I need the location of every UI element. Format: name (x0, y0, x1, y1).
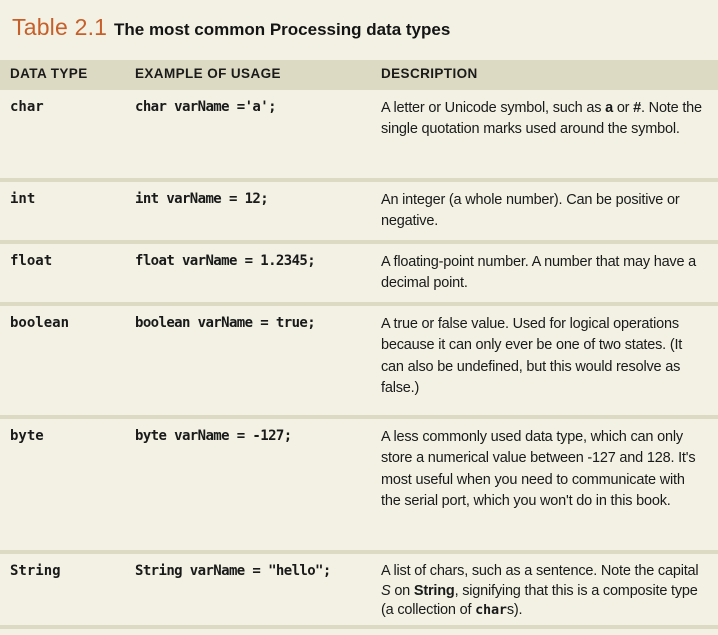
header-data-type: DATA TYPE (10, 66, 88, 81)
description-text: S (381, 582, 391, 599)
table-row: String String varName = "hello"; A list … (0, 550, 718, 625)
description-text: char (475, 602, 507, 618)
cell-data-type: byte (10, 428, 44, 444)
table-row: char char varName ='a'; A letter or Unic… (0, 86, 718, 178)
cell-description: An integer (a whole number). Can be posi… (381, 190, 707, 233)
cell-example: boolean varName = true; (135, 315, 316, 331)
cell-data-type: boolean (10, 315, 70, 331)
description-text: String (413, 582, 455, 599)
table-row: byte byte varName = -127; A less commonl… (0, 415, 718, 550)
description-text: # (633, 100, 642, 116)
cell-description: A less commonly used data type, which ca… (381, 427, 707, 512)
description-text: a (605, 100, 613, 116)
description-text: An integer (a whole number). Can be posi… (381, 192, 680, 230)
cell-example: float varName = 1.2345; (135, 253, 316, 269)
cell-example: String varName = "hello"; (135, 563, 331, 579)
table-row: float float varName = 1.2345; A floating… (0, 240, 718, 302)
cell-data-type: String (10, 563, 61, 579)
table-number: Table 2.1 (12, 14, 108, 40)
description-text: A list of chars, such as a sentence. Not… (381, 563, 699, 579)
cell-description: A letter or Unicode symbol, such as a or… (381, 98, 707, 141)
table-row: boolean boolean varName = true; A true o… (0, 302, 718, 415)
description-text: or (612, 100, 634, 116)
description-text: , signifying that this is a composite ty… (381, 582, 698, 619)
cell-description: A list of chars, such as a sentence. Not… (381, 562, 707, 621)
cell-description: A true or false value. Used for logical … (381, 314, 707, 399)
table-title: The most common Processing data types (114, 20, 451, 39)
cell-data-type: int (10, 191, 36, 207)
header-description: DESCRIPTION (381, 66, 478, 81)
table-bottom-rule (0, 625, 718, 629)
description-text: s). (506, 602, 523, 618)
header-example: EXAMPLE OF USAGE (135, 66, 281, 81)
cell-example: byte varName = -127; (135, 428, 292, 444)
table-header-row: DATA TYPE EXAMPLE OF USAGE DESCRIPTION (0, 60, 718, 86)
cell-data-type: char (10, 99, 44, 115)
description-text: on (390, 582, 414, 599)
cell-data-type: float (10, 253, 53, 269)
description-text: A letter or Unicode symbol, such as (381, 100, 606, 116)
description-text: A floating-point number. A number that m… (381, 254, 697, 292)
description-text: . Note the single quotation marks used a… (381, 100, 702, 138)
cell-example: char varName ='a'; (135, 99, 277, 115)
table-caption: Table 2.1 The most common Processing dat… (0, 0, 718, 60)
table-row: int int varName = 12; An integer (a whol… (0, 178, 718, 240)
description-text: A less commonly used data type, which ca… (381, 429, 696, 509)
cell-description: A floating-point number. A number that m… (381, 252, 707, 295)
cell-example: int varName = 12; (135, 191, 269, 207)
description-text: A true or false value. Used for logical … (381, 316, 683, 396)
